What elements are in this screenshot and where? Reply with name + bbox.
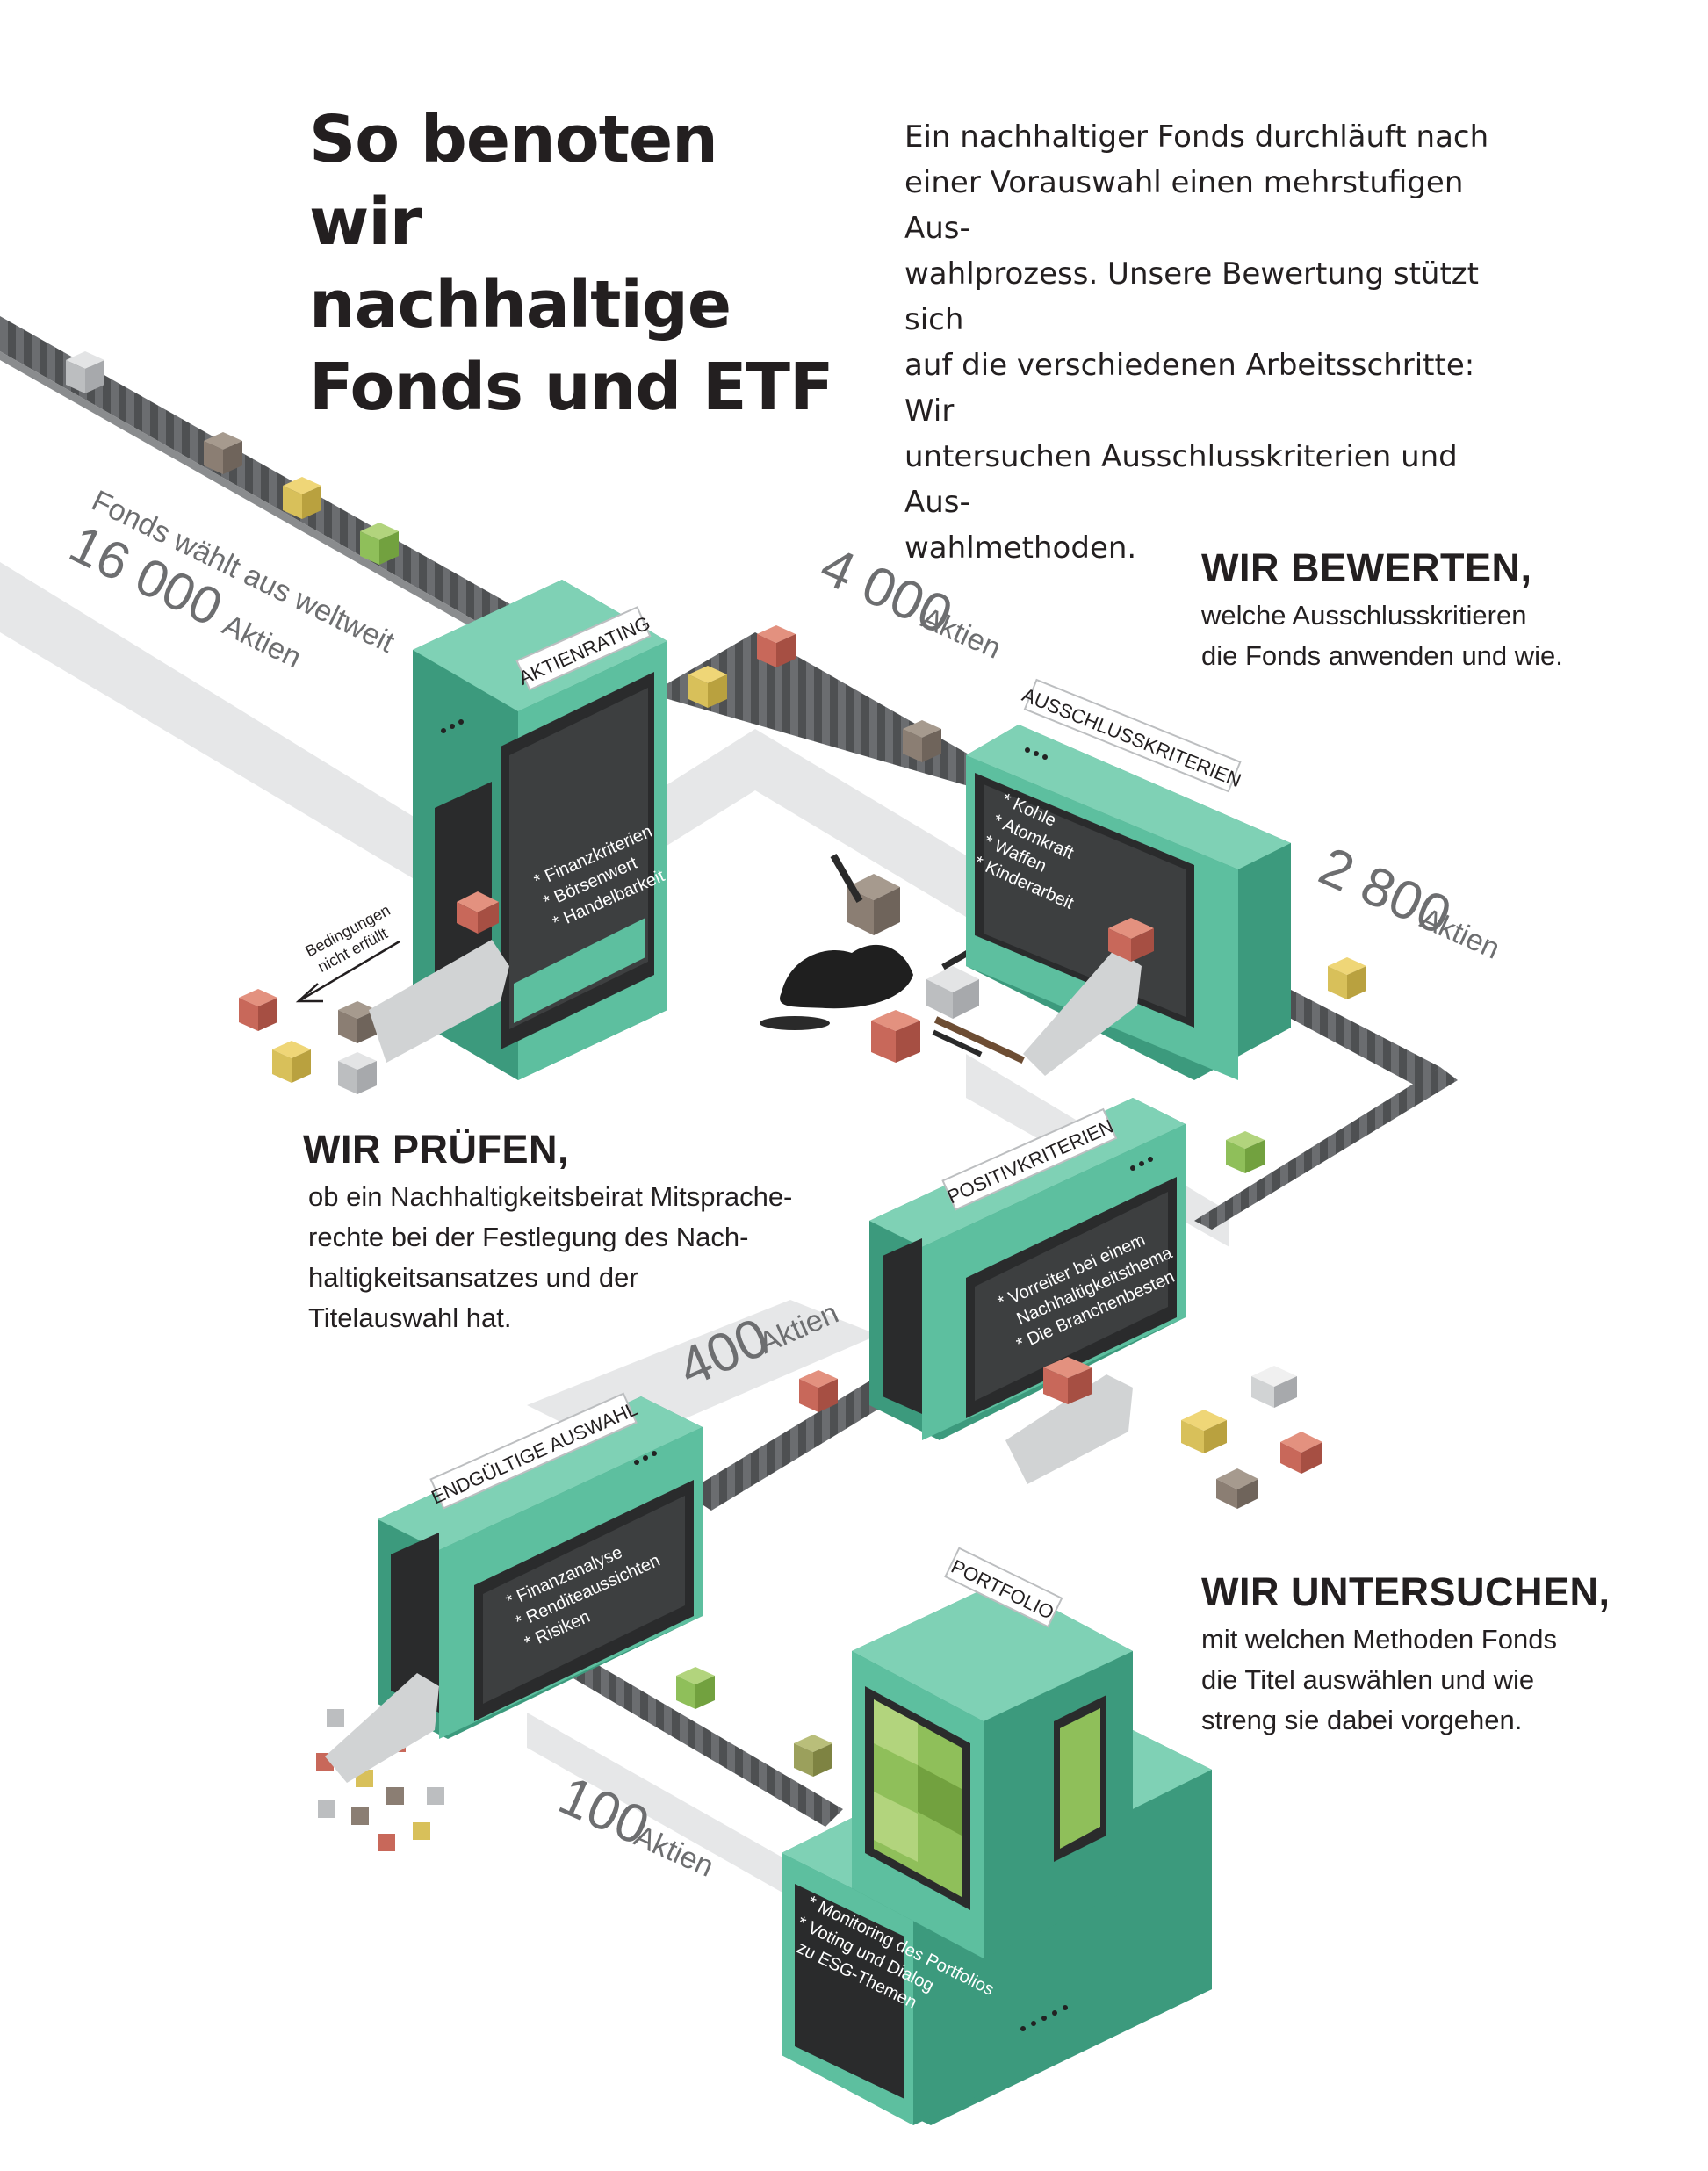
rejected-cubes	[239, 989, 377, 1094]
machine-endgueltig	[325, 1396, 703, 1783]
section-bewerten: WIR BEWERTEN, welche Ausschlusskritieren…	[1201, 545, 1676, 676]
cube-green	[1226, 1131, 1265, 1173]
section-heading: WIR UNTERSUCHEN,	[1201, 1569, 1611, 1614]
section-heading: WIR BEWERTEN,	[1201, 545, 1532, 590]
start-unit: Aktien	[217, 609, 306, 675]
cubes	[66, 351, 1366, 1777]
rejected-arrow	[295, 940, 400, 1003]
cube-brown	[204, 432, 242, 474]
excluded-items	[760, 854, 1025, 1064]
section-pruefen: WIR PRÜFEN, ob ein Nachhaltigkeitsbeirat…	[303, 1126, 795, 1338]
cube-red	[799, 1370, 838, 1412]
cube-green	[360, 523, 399, 565]
count-unit: Aktien	[917, 602, 1006, 666]
machine-portfolio	[782, 1581, 1212, 2125]
section-text: ob ein Nachhaltigkeitsbeirat Mitsprache-…	[308, 1181, 793, 1333]
section-heading: WIR PRÜFEN,	[303, 1127, 569, 1172]
section-text: mit welchen Methoden Fonds die Titel aus…	[1201, 1624, 1557, 1735]
cube-olive	[794, 1735, 832, 1777]
machine-ausschluss	[966, 725, 1291, 1080]
cube-yellow	[283, 477, 321, 519]
cube-yellow	[1328, 957, 1366, 999]
machine-aktienrating	[369, 580, 667, 1080]
cube-yellow	[688, 666, 727, 708]
count-unit: Aktien	[1416, 902, 1505, 966]
section-untersuchen: WIR UNTERSUCHEN, mit welchen Methoden Fo…	[1201, 1569, 1676, 1741]
intro-text: Ein nachhaltiger Fonds durchläuft nach e…	[904, 119, 1489, 566]
page-title: So benoten wir nachhaltige Fonds und ETF	[309, 102, 834, 425]
cube-gray	[66, 351, 104, 393]
rejected-annotation: Bedingungen nicht erfüllt	[302, 901, 393, 976]
cube-brown	[903, 720, 941, 762]
cube-red	[757, 625, 796, 667]
cube-green	[676, 1667, 715, 1709]
count-after-exclusion: 2 800 Aktien	[1310, 836, 1505, 966]
section-text: welche Ausschlusskritieren die Fonds anw…	[1201, 600, 1563, 671]
rejected-positive-items	[1181, 1366, 1322, 1509]
